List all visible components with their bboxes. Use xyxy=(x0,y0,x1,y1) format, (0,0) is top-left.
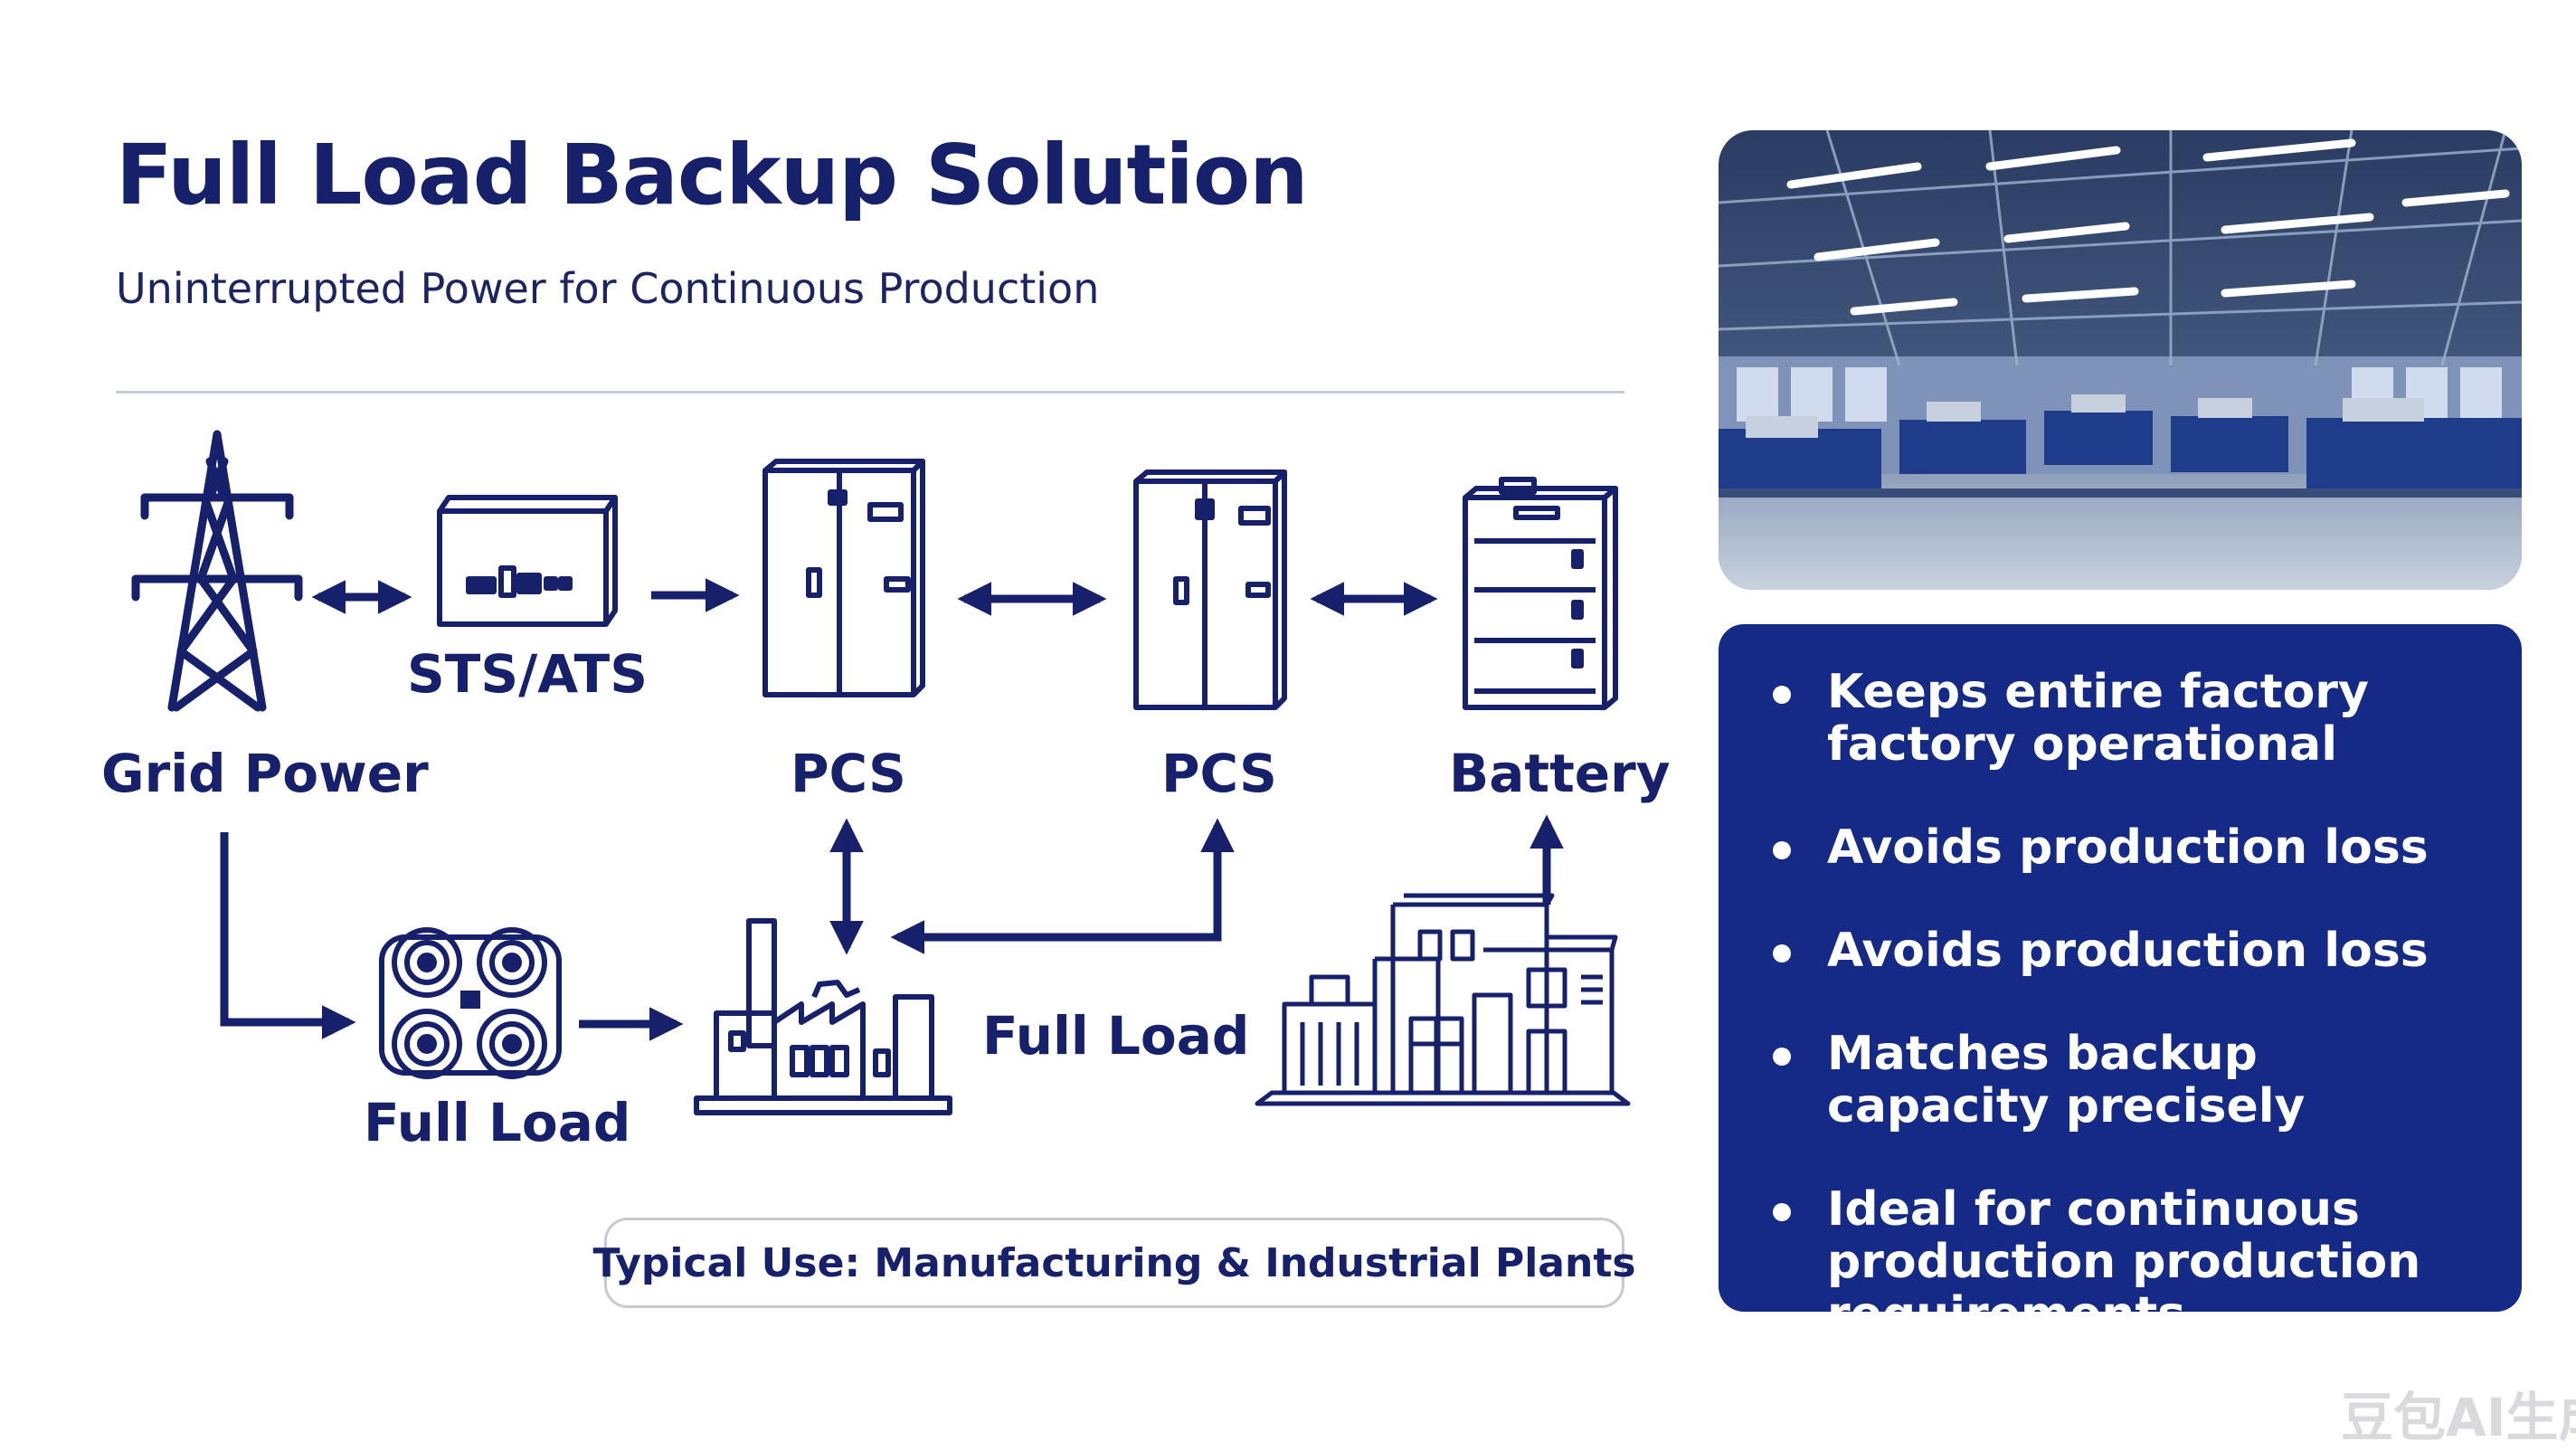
grid-load-arrow xyxy=(220,832,356,1039)
industrial-building-icon xyxy=(1255,893,1631,1106)
pcs2-factory-arrow xyxy=(890,818,1235,954)
switch-cabinet-icon xyxy=(437,495,618,627)
feature-item: Matches backup capacity precisely xyxy=(1773,1028,2486,1133)
factory-interior-photo-icon xyxy=(1719,130,2522,590)
pcs-cabinet-icon xyxy=(762,459,925,697)
label-pcs-1: PCS xyxy=(791,743,906,804)
label-sts-ats: STS/ATS xyxy=(407,643,649,705)
battery-rack-icon xyxy=(1463,477,1618,710)
label-full-load-1: Full Load xyxy=(364,1092,631,1153)
label-grid-power: Grid Power xyxy=(101,743,429,804)
page-subtitle: Uninterrupted Power for Continuous Produ… xyxy=(116,264,1100,313)
divider xyxy=(116,391,1624,394)
flow-diagram xyxy=(131,430,1631,1115)
transmission-tower-icon xyxy=(131,430,303,712)
feature-item: Avoids production loss xyxy=(1773,821,2486,874)
page-title: Full Load Backup Solution xyxy=(116,127,1309,223)
pcs-cabinet-icon-2 xyxy=(1133,469,1287,710)
label-battery: Battery xyxy=(1449,743,1671,804)
label-full-load-2: Full Load xyxy=(982,1005,1250,1067)
features-panel: Keeps entire factory factory operational… xyxy=(1719,624,2522,1341)
feature-item: Keeps entire factory factory operational xyxy=(1773,666,2486,771)
motor-load-icon xyxy=(379,927,562,1079)
factory-icon xyxy=(694,918,952,1115)
watermark: 豆包AI生成 xyxy=(2341,1387,2576,1448)
label-pcs-2: PCS xyxy=(1161,743,1277,804)
flow-arrows xyxy=(220,578,1564,1041)
factory-photo xyxy=(1719,130,2522,590)
feature-item: Ideal for continuous production producti… xyxy=(1773,1183,2486,1341)
feature-item: Avoids production loss xyxy=(1773,925,2486,977)
typical-use-box: Typical Use: Manufacturing & Industrial … xyxy=(592,1218,1636,1308)
